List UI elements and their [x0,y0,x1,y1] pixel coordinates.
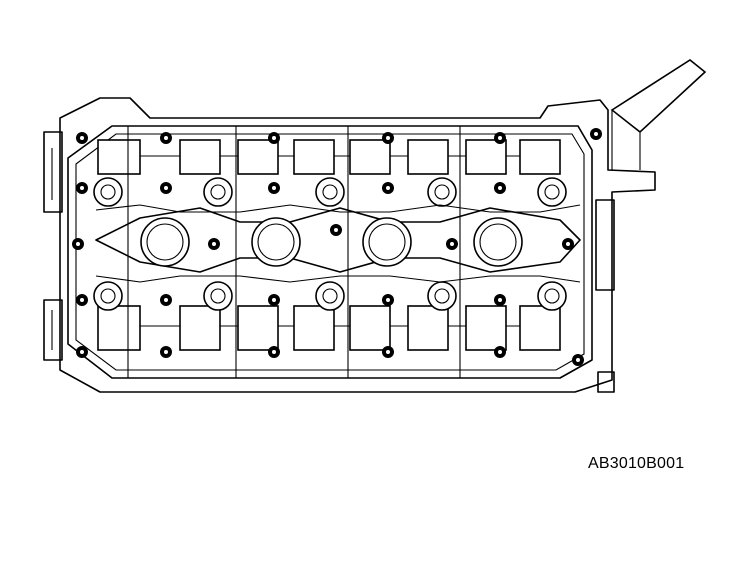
cover-bolt-highlights [76,132,598,362]
camshaft-caps-lower [97,305,561,351]
casting-ribs [95,126,581,378]
cylinder-head-bolts [93,177,567,311]
figure-reference-code: AB3010B001 [588,455,685,472]
cylinder-head-outline [43,97,656,393]
oil-pipe [610,59,707,170]
plug-bore-3 [362,217,412,267]
spark-plug-bores [95,207,581,273]
plug-bore-2 [251,217,301,267]
plug-bore-4 [473,217,523,267]
camshaft-caps-upper [97,139,561,175]
plug-bore-1 [140,217,190,267]
